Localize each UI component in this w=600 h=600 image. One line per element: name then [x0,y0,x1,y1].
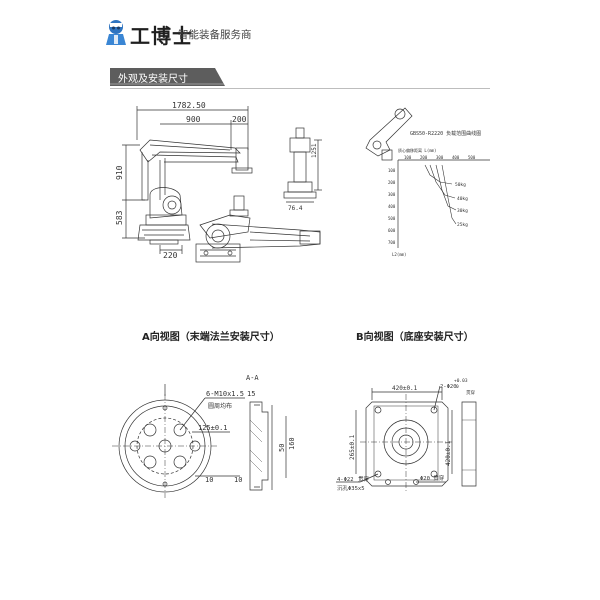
base-hole-tol-zero: 0 [456,384,459,390]
section-title: 外观及安装尺寸 [118,74,188,85]
dim-height-lower: 583 [115,210,124,225]
base-height-dim-2: 420±0.1 [445,440,452,466]
dim-side-width: 76.4 [288,205,303,212]
thread-spec: 6-M10x1.5 [206,390,244,398]
load-curve-30kg [435,164,457,211]
y-tick-400: 400 [388,204,396,209]
load-chart: GBS50-R2220 负载范围曲线图 质心偏移距离 L(mm) 100 200… [365,107,490,257]
load-chart-x-axis-label: 质心偏移距离 L(mm) [398,147,436,153]
curve-label-30kg: 30kg [457,208,468,214]
pin-dia: 10 [205,476,213,484]
dim-overall-width: 1782.50 [172,101,206,110]
y-tick-200: 200 [388,180,396,185]
base-holes-through: 贯穿 [358,475,370,483]
thread-note: 圆周均布 [208,402,232,410]
brand-logo: 工博士 智能装备服务商 [104,18,304,48]
y-tick-700: 700 [388,240,396,245]
base-hole-spec: 2-Φ20 [440,384,457,390]
brand-name: 工博士 [130,24,193,48]
base-width-dim: 420±0.1 [392,385,418,392]
curve-label-50kg: 50kg [455,182,466,188]
y-tick-600: 600 [388,228,396,233]
mascot-icon [106,20,126,45]
curve-label-40kg: 40kg [457,196,468,202]
robot-top-view [195,195,321,263]
load-chart-y-axis-label: L2(mm) [392,252,406,257]
section-label: A-A [246,374,259,382]
y-tick-500: 500 [388,216,396,221]
section-bar-shape [110,68,225,86]
curve-label-25kg: 25kg [457,222,468,228]
dim-upper-left: 900 [186,115,201,124]
flange-a-view: 6-M10x1.5 15 圆周均布 125±0.1 10 10 A-A 50 1… [112,374,296,498]
base-height-dim: 265±0.1 [349,434,356,460]
base-pin-hole: Φ20 贯穿 [420,474,445,482]
a-view-caption: A向视图（末端法兰安装尺寸） [142,332,280,343]
dim-base-width: 220 [163,251,178,260]
dim-height-upper: 910 [115,165,124,180]
base-hole-through: 贯穿 [466,389,475,396]
x-tick-400: 400 [452,155,460,160]
dim-upper-right: 200 [232,115,247,124]
x-tick-500: 500 [468,155,476,160]
pcd-dim: 125±0.1 [198,424,228,432]
base-hole-tol: +0.03 [454,378,468,384]
pin-depth: 10 [234,476,242,484]
base-b-view: 420±0.1 265±0.1 420±0.1 2-Φ20 +0.03 0 贯穿… [336,378,477,492]
robot-side-view: 1251 76.4 [283,127,322,212]
y-tick-100: 100 [388,168,396,173]
load-chart-title: GBS50-R2220 负载范围曲线图 [410,130,481,137]
y-tick-300: 300 [388,192,396,197]
section-divider [110,88,490,89]
x-tick-300: 300 [436,155,444,160]
b-view-caption: B向视图（底座安装尺寸） [356,332,474,343]
x-tick-200: 200 [420,155,428,160]
base-counterbore: 沉孔Φ35x5 [337,484,365,492]
x-tick-100: 100 [404,155,412,160]
robot-front-view: 1782.50 900 200 910 583 [115,101,253,260]
thread-depth: 15 [247,390,255,398]
load-curve-40kg [429,164,456,199]
load-curve-25kg [441,164,457,225]
dia-large: 160 [288,437,296,450]
section-heading: 外观及安装尺寸 [110,68,230,86]
base-holes-spec: 4-Φ22 [337,477,354,483]
dia-small: 50 [278,444,286,452]
dim-side-height: 1251 [311,143,318,158]
brand-slogan: 智能装备服务商 [178,29,252,41]
